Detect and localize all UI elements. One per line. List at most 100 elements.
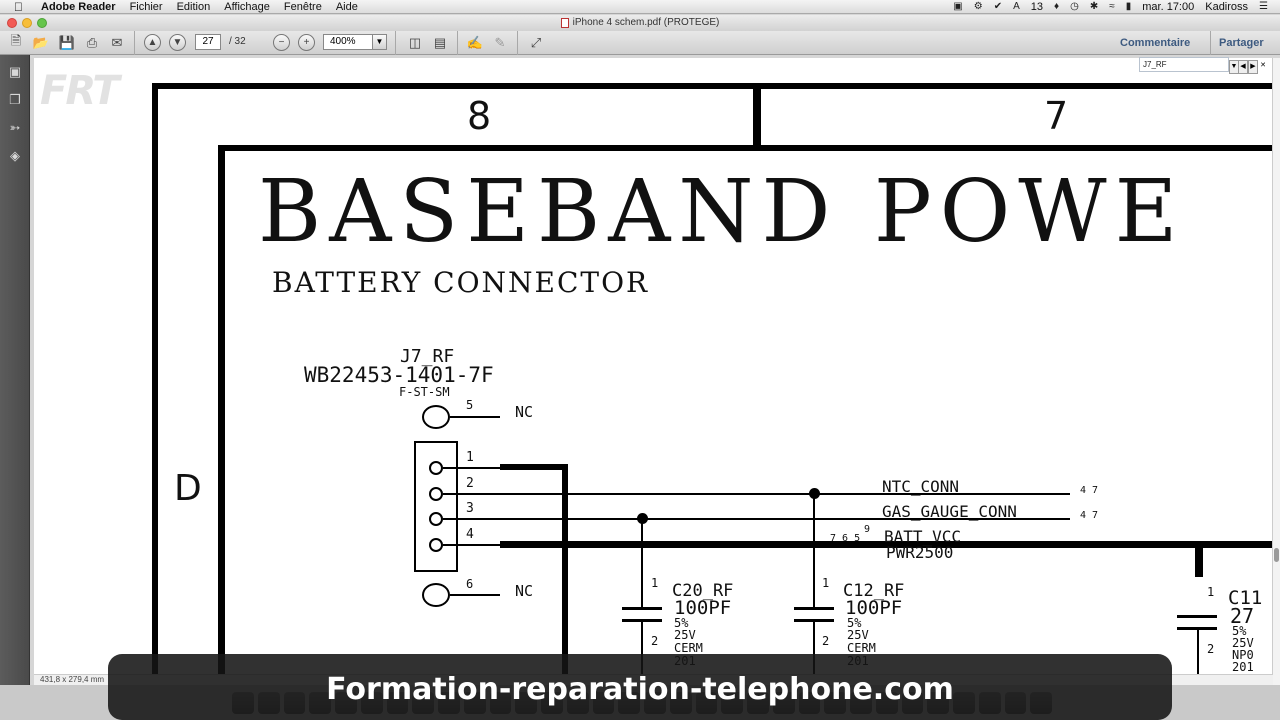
attachment-icon[interactable]: ➳ <box>9 120 21 135</box>
c12-ref: C12_RF <box>843 581 905 601</box>
vertical-scrollbar[interactable] <box>1272 58 1280 685</box>
border-left-outer <box>152 83 158 674</box>
fit-page-icon[interactable]: ◫ <box>408 34 422 50</box>
zoom-in-button[interactable]: + <box>298 34 315 51</box>
print-icon[interactable]: ⎙ <box>86 34 98 50</box>
full-screen-icon[interactable]: ⤢ <box>530 34 542 50</box>
lock-icon[interactable]: ▣ <box>8 64 22 79</box>
pin-2-circle <box>429 487 443 501</box>
toolbar-separator <box>457 31 458 55</box>
app-store-icon[interactable]: A <box>1013 1 1020 12</box>
menu-affichage[interactable]: Affichage <box>224 1 270 13</box>
zoom-out-button[interactable]: − <box>273 34 290 51</box>
checkmark-icon[interactable]: ✔ <box>993 1 1003 12</box>
net-batt-refs: 7 6 5 <box>830 533 861 544</box>
connector-part: WB22453-1401-7F <box>304 363 494 387</box>
c12-pin1: 1 <box>822 576 830 590</box>
fit-width-icon[interactable]: ▤ <box>433 34 447 50</box>
comment-note-icon[interactable]: ✍ <box>466 34 484 50</box>
comment-button[interactable]: Commentaire <box>1120 37 1191 49</box>
batt-vcc-trace <box>500 541 1273 548</box>
pin-6-number: 6 <box>466 577 474 591</box>
find-previous-icon[interactable]: ◀ <box>1238 60 1248 74</box>
c20-value: 100PF <box>674 597 732 619</box>
net-label-pwr: PWR2500 <box>886 543 954 562</box>
bluetooth-icon[interactable]: ✱ <box>1089 1 1099 12</box>
page-size-indicator: 431,8 x 279,4 mm <box>40 675 105 684</box>
column-label-8: 8 <box>467 94 492 138</box>
camera-icon[interactable]: ▣ <box>953 1 963 12</box>
share-button[interactable]: Partager <box>1219 37 1264 49</box>
c20-ref: C20_RF <box>672 581 734 601</box>
net-label-ntc: NTC_CONN <box>882 477 960 496</box>
pin-6-circle <box>422 583 450 607</box>
c12-pin2: 2 <box>822 634 830 648</box>
create-pdf-icon[interactable]: 🗎 <box>10 32 22 48</box>
border-top-inner <box>218 145 1273 151</box>
net-batt-ref-9: 9 <box>864 524 871 535</box>
layers-icon[interactable]: ◈ <box>10 148 20 163</box>
find-close-icon[interactable]: ✕ <box>1260 62 1266 69</box>
next-page-button[interactable]: ▼ <box>169 34 186 51</box>
find-next-icon[interactable]: ▶ <box>1248 60 1258 74</box>
scrollbar-thumb[interactable] <box>1274 548 1279 562</box>
c12-plate-bottom <box>794 619 834 622</box>
connector-body <box>414 441 458 572</box>
window-controls <box>7 18 47 28</box>
user-name[interactable]: Kadiross <box>1205 1 1249 13</box>
clock[interactable]: mar. 17:00 <box>1142 1 1195 13</box>
close-button[interactable] <box>7 18 17 28</box>
pin-3-circle <box>429 512 443 526</box>
c20-pin1: 1 <box>651 576 659 590</box>
c11-size: 201 <box>1232 660 1254 674</box>
pin-6-lead <box>450 594 500 596</box>
net-gas-refs: 4 7 <box>1080 510 1099 521</box>
minimize-button[interactable] <box>22 18 32 28</box>
menu-app-name[interactable]: Adobe Reader <box>41 1 116 13</box>
open-icon[interactable]: 📂 <box>32 34 50 50</box>
c11-pin1: 1 <box>1207 585 1215 599</box>
pin-1-circle <box>429 461 443 475</box>
menu-aide[interactable]: Aide <box>335 1 358 13</box>
list-icon[interactable]: ☰ <box>1259 1 1268 12</box>
c11-type: NP0 <box>1232 648 1254 662</box>
bug-icon[interactable]: ⚙ <box>973 1 983 12</box>
schematic-title: BASEBAND POWE <box>258 162 1186 262</box>
nc-label-top: NC <box>515 403 534 421</box>
menu-edition[interactable]: Edition <box>176 1 211 13</box>
pin-2-number: 2 <box>466 476 474 491</box>
menu-fichier[interactable]: Fichier <box>129 1 163 13</box>
border-top-outer <box>152 83 1273 89</box>
bell-icon[interactable]: ♦ <box>1054 1 1060 12</box>
wifi-icon[interactable]: ≈ <box>1109 1 1115 12</box>
c11-tolerance: 5% <box>1232 624 1247 638</box>
battery-icon[interactable]: ▮ <box>1125 1 1132 12</box>
time-machine-icon[interactable]: ◷ <box>1070 1 1079 12</box>
save-icon[interactable]: 💾 <box>58 34 76 50</box>
apple-icon[interactable]:  <box>14 0 23 14</box>
pin-5-lead <box>450 416 500 418</box>
document-view[interactable]: FRT 8 7 D BASEBAND POWE BATTERY CONNECTO… <box>34 58 1273 674</box>
window-title-text: iPhone 4 schem.pdf (PROTEGE) <box>572 17 720 28</box>
menu-fenetre[interactable]: Fenêtre <box>283 1 322 13</box>
zoom-level-input[interactable]: 400% <box>323 34 373 50</box>
border-left-inner <box>218 145 225 674</box>
find-input[interactable]: J7_RF <box>1139 57 1229 72</box>
email-icon[interactable]: ✉ <box>111 34 123 50</box>
menu-bar:  Adobe Reader Fichier Edition Affichage… <box>0 0 1280 14</box>
pin-3-number: 3 <box>466 501 474 516</box>
zoom-dropdown-icon[interactable]: ▼ <box>372 34 387 50</box>
c11-lead-bottom <box>1197 629 1199 674</box>
c11-pin2: 2 <box>1207 642 1215 656</box>
previous-page-button[interactable]: ▲ <box>144 34 161 51</box>
maximize-button[interactable] <box>37 18 47 28</box>
pin-1-number: 1 <box>466 450 474 465</box>
c20-type: CERM <box>674 641 703 655</box>
frt-logo: FRT <box>40 68 120 114</box>
pages-icon[interactable]: ❐ <box>9 92 21 107</box>
pin-5-number: 5 <box>466 398 474 412</box>
highlight-icon[interactable]: ✎ <box>494 34 506 50</box>
page-number-input[interactable]: 27 <box>195 34 221 50</box>
connector-package: F-ST-SM <box>399 385 450 399</box>
schematic-subtitle: BATTERY CONNECTOR <box>272 266 650 299</box>
